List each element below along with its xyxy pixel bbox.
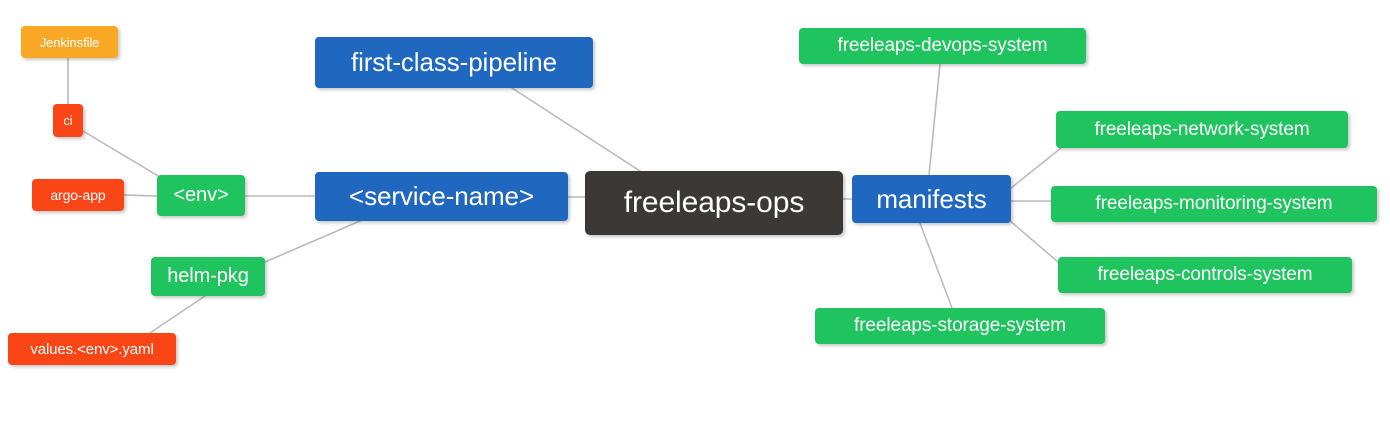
node-freeleaps-ops[interactable]: freeleaps-ops: [585, 171, 843, 235]
node-label: first-class-pipeline: [350, 47, 558, 77]
edge-argo-app-to-env: [123, 194, 158, 197]
node-env[interactable]: <env>: [157, 175, 245, 216]
edge-helm-pkg-to-service-name: [264, 220, 361, 263]
node-label: freeleaps-devops-system: [837, 35, 1048, 56]
node-freeleaps-monitoring-system[interactable]: freeleaps-monitoring-system: [1051, 186, 1377, 222]
node-label: freeleaps-storage-system: [854, 315, 1066, 336]
edge-freeleaps-network-system-to-manifests: [1010, 147, 1062, 189]
edge-freeleaps-storage-system-to-manifests: [919, 222, 953, 309]
node-service-name[interactable]: <service-name>: [315, 172, 568, 221]
node-label: freeleaps-ops: [623, 186, 805, 219]
node-freeleaps-storage-system[interactable]: freeleaps-storage-system: [815, 308, 1105, 344]
node-label: <env>: [173, 184, 229, 206]
node-label: values.<env>.yaml: [30, 340, 154, 358]
node-freeleaps-devops-system[interactable]: freeleaps-devops-system: [799, 28, 1086, 64]
node-label: argo-app: [50, 187, 106, 203]
node-first-class-pipeline[interactable]: first-class-pipeline: [315, 37, 593, 88]
node-label: manifests: [876, 183, 987, 214]
node-argo-app[interactable]: argo-app: [32, 179, 124, 211]
node-manifests[interactable]: manifests: [852, 175, 1011, 223]
edge-freeleaps-controls-system-to-manifests: [1008, 219, 1059, 263]
node-label: freeleaps-controls-system: [1097, 264, 1313, 285]
edge-ci-to-env: [82, 130, 161, 178]
node-freeleaps-controls-system[interactable]: freeleaps-controls-system: [1058, 257, 1352, 293]
node-values-yaml[interactable]: values.<env>.yaml: [8, 333, 176, 365]
node-label: helm-pkg: [167, 265, 249, 287]
node-helm-pkg[interactable]: helm-pkg: [151, 257, 265, 296]
edge-first-class-pipeline-to-freeleaps-ops: [511, 87, 641, 172]
node-jenkinsfile[interactable]: Jenkinsfile: [21, 26, 118, 58]
node-label: Jenkinsfile: [39, 34, 100, 50]
node-label: <service-name>: [348, 181, 535, 211]
edge-freeleaps-devops-system-to-manifests: [928, 63, 941, 176]
node-freeleaps-network-system[interactable]: freeleaps-network-system: [1056, 111, 1348, 148]
node-label: ci: [63, 113, 73, 128]
node-ci[interactable]: ci: [53, 104, 83, 137]
node-label: freeleaps-monitoring-system: [1095, 193, 1333, 214]
node-label: freeleaps-network-system: [1094, 118, 1310, 140]
edge-values-yaml-to-helm-pkg: [149, 295, 206, 334]
